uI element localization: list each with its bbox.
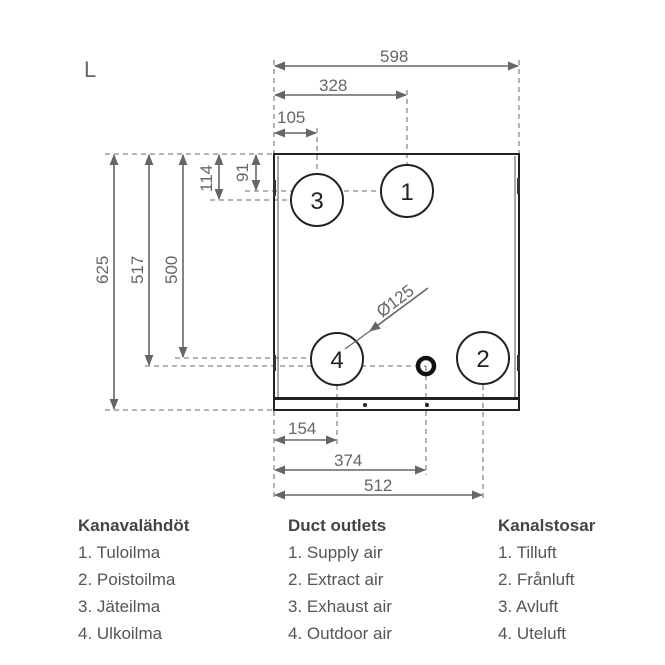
dim-598: 598 (380, 47, 408, 66)
legend-swedish: Kanalstosar 1. Tilluft 2. Frånluft 3. Av… (498, 512, 595, 647)
dim-517: 517 (128, 256, 147, 284)
view-label: L (84, 57, 96, 82)
dim-114: 114 (197, 165, 216, 192)
legend-item: 2. Poistoilma (78, 570, 176, 589)
dim-512: 512 (364, 476, 392, 495)
svg-text:2: 2 (476, 346, 489, 373)
dim-328: 328 (319, 76, 347, 95)
legend-english: Duct outlets 1. Supply air 2. Extract ai… (288, 512, 392, 647)
legend-title: Kanavalähdöt (78, 516, 190, 535)
diameter-leader (369, 287, 429, 332)
legend-item: 4. Uteluft (498, 624, 567, 643)
legend-title: Duct outlets (288, 516, 387, 535)
dim-500: 500 (162, 256, 181, 284)
legend-item: 3. Avluft (498, 597, 559, 616)
legend-item: 4. Outdoor air (288, 624, 392, 643)
dim-154: 154 (288, 419, 316, 438)
dim-91: 91 (233, 163, 252, 182)
svg-text:3: 3 (310, 188, 323, 215)
outlet-2: 2 (456, 331, 510, 385)
legend-item: 1. Tuloilma (78, 543, 161, 562)
dim-625: 625 (93, 256, 112, 284)
svg-text:1: 1 (400, 179, 413, 206)
outlet-1: 1 (380, 164, 434, 218)
svg-text:4: 4 (330, 347, 343, 374)
legend-item: 2. Frånluft (498, 570, 575, 589)
legend-item: 2. Extract air (288, 570, 384, 589)
legend-item: 3. Jäteilma (78, 597, 161, 616)
dim-diameter: Ø125 (373, 281, 418, 321)
legend-item: 4. Ulkoilma (78, 624, 163, 643)
legend-finnish: Kanavalähdöt 1. Tuloilma 2. Poistoilma 3… (78, 512, 189, 647)
legend-item: 1. Supply air (288, 543, 383, 562)
legend-title: Kanalstosar (498, 516, 596, 535)
outlet-3: 3 (290, 173, 344, 227)
unit-body (273, 153, 520, 411)
dim-105: 105 (277, 108, 305, 127)
condensate-drain (415, 355, 437, 377)
legend-item: 1. Tilluft (498, 543, 557, 562)
legend-item: 3. Exhaust air (288, 597, 392, 616)
dim-374: 374 (334, 451, 362, 470)
outlet-4: 4 (310, 332, 364, 386)
